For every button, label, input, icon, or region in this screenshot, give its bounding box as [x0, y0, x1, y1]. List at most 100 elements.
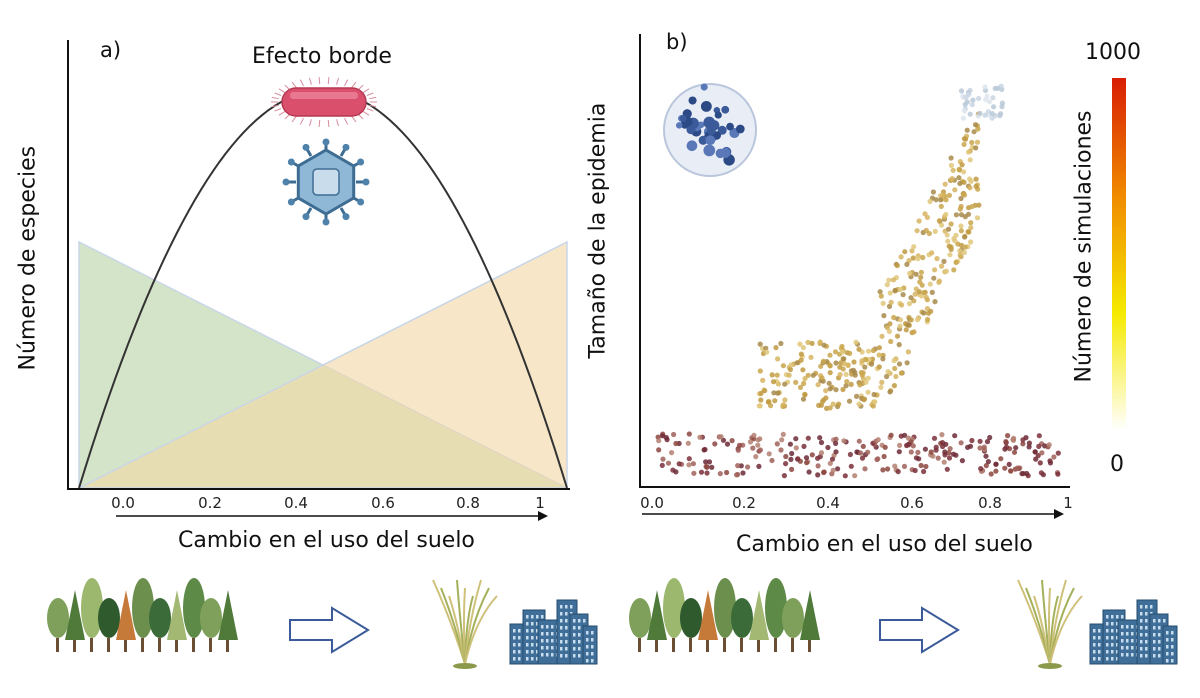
scatter-point — [766, 451, 772, 457]
scatter-point — [800, 367, 806, 373]
scatter-point — [871, 391, 877, 398]
scatter-point — [686, 462, 692, 468]
scatter-point — [778, 447, 784, 453]
scatter-point — [856, 346, 862, 352]
scatter-point — [757, 368, 763, 374]
scatter-point — [948, 155, 954, 161]
scatter-point — [827, 363, 833, 369]
scatter-point — [762, 388, 768, 394]
x-tick-a-5: 1 — [535, 494, 545, 512]
scatter-point — [958, 195, 964, 202]
scatter-point — [1006, 461, 1012, 467]
scatter-point — [935, 455, 941, 461]
scatter-point — [904, 360, 910, 366]
scatter-point — [827, 405, 833, 411]
scatter-point — [977, 445, 983, 451]
scatter-point — [885, 466, 891, 472]
scatter-point — [969, 139, 975, 146]
scatter-point — [987, 434, 993, 441]
scatter-point — [794, 360, 800, 366]
scatter-point — [863, 379, 869, 385]
scatter-point — [798, 351, 805, 357]
scatter-point — [793, 379, 799, 385]
scatter-point — [987, 99, 993, 105]
panel-a-label: a) — [100, 38, 122, 62]
scatter-point — [827, 352, 833, 358]
x-tick-a-2: 0.4 — [284, 494, 308, 512]
scatter-point — [1019, 471, 1025, 477]
scatter-point — [1047, 460, 1054, 466]
scatter-point — [959, 458, 966, 464]
scatter-point — [939, 222, 945, 228]
scatter-point — [998, 456, 1004, 462]
x-tick-b-2: 0.4 — [816, 494, 840, 512]
scatter-point — [770, 379, 777, 385]
scatter-point — [802, 392, 808, 398]
scatter-point — [712, 441, 718, 447]
scatter-point — [978, 466, 984, 472]
arrow-right-icon — [289, 606, 370, 654]
scatter-point — [893, 373, 899, 380]
scatter-point — [861, 396, 868, 402]
scatter-point — [932, 228, 938, 234]
scatter-point — [918, 274, 924, 280]
scatter-point — [793, 436, 799, 442]
scatter-point — [856, 438, 862, 444]
scatter-point — [690, 461, 697, 467]
scatter-point — [881, 313, 887, 319]
scatter-point — [926, 230, 932, 237]
scatter-point — [830, 401, 836, 407]
scatter-point — [990, 95, 996, 101]
scatter-point — [965, 211, 972, 217]
scatter-point — [966, 91, 972, 98]
scatter-point — [900, 292, 906, 298]
scatter-point — [757, 403, 763, 409]
scatter-point — [862, 466, 868, 472]
scatter-point — [798, 357, 804, 363]
scatter-point — [971, 129, 977, 135]
scatter-point — [783, 461, 789, 467]
scatter-point — [843, 371, 849, 377]
scatter-point — [921, 290, 927, 296]
scatter-point — [884, 325, 891, 331]
scatter-point — [892, 463, 898, 469]
scatter-point — [709, 464, 715, 470]
scatter-point — [921, 468, 927, 475]
city-icon — [1089, 599, 1178, 665]
scatter-point — [1026, 440, 1032, 446]
grass-icon — [1017, 579, 1083, 669]
scatter-point — [897, 442, 903, 448]
scatter-point — [818, 439, 825, 446]
scatter-point — [968, 239, 974, 245]
scatter-point — [801, 443, 807, 449]
scatter-point — [906, 301, 913, 307]
scatter-point — [967, 185, 973, 191]
scatter-point — [735, 463, 741, 469]
scatter-point — [1032, 449, 1038, 455]
scatter-point — [961, 108, 968, 114]
scatter-point — [840, 386, 846, 393]
scatter-point — [823, 388, 829, 394]
scatter-point — [951, 267, 957, 273]
scatter-point — [825, 444, 831, 451]
scatter-point — [1055, 471, 1061, 477]
panel-a-title: Efecto borde — [252, 44, 392, 69]
scatter-point — [965, 229, 971, 235]
scatter-point — [964, 99, 970, 105]
scatter-point — [671, 431, 677, 438]
scatter-point — [1020, 441, 1026, 447]
scatter-point — [943, 441, 949, 447]
scatter-point — [953, 212, 960, 218]
colorbar — [1112, 78, 1126, 430]
scatter-point — [847, 451, 854, 458]
scatter-point — [925, 310, 932, 316]
scatter-point — [942, 449, 948, 455]
scatter-point — [685, 440, 691, 446]
scatter-point — [1039, 450, 1045, 456]
scatter-point — [931, 435, 938, 441]
scatter-point — [673, 469, 679, 475]
scatter-point — [961, 169, 967, 175]
x-tick-b-0: 0.0 — [640, 494, 664, 512]
scatter-point — [907, 270, 913, 277]
